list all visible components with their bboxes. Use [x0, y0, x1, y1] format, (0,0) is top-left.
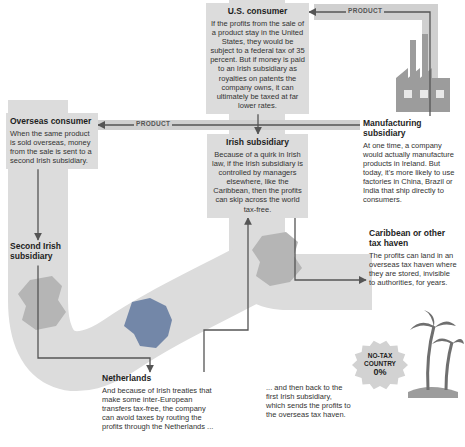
tax-haven-box: Caribbean or other tax havenThe profits … [366, 226, 460, 290]
ireland-map [18, 276, 66, 330]
flow-arrow [309, 12, 430, 116]
subsidiary-box: Second Irish subsidiary [8, 240, 70, 266]
node-body: If the profits from the sale of a produc… [210, 19, 305, 110]
flow-arrow [38, 266, 150, 373]
factory-icon [396, 34, 450, 112]
money-pipe [38, 0, 372, 361]
product-band [95, 120, 360, 130]
palm-trees [408, 310, 464, 398]
note-text: ... and then back to the first Irish sub… [266, 383, 352, 420]
edge-label: PRODUCT [346, 7, 384, 15]
starburst-outline [352, 341, 408, 390]
node-heading: Caribbean or other tax haven [369, 229, 457, 249]
island [408, 387, 458, 398]
node-heading: NO-TAX COUNTRY [352, 352, 408, 367]
node-body: 0% [373, 367, 386, 378]
flow-arrow [295, 218, 366, 280]
flow-arrow [37, 169, 38, 240]
flow-arrow [204, 218, 248, 372]
node-heading: U.S. consumer [210, 7, 305, 17]
window [420, 90, 428, 98]
flow-arrow [257, 114, 258, 134]
subsidiary-box: Manufacturing subsidiaryAt one time, a c… [360, 116, 460, 208]
no-tax-starburst: NO-TAX COUNTRY0% [352, 340, 408, 390]
palm-trunk [428, 326, 434, 390]
palm-trunk [446, 342, 452, 390]
node-heading: Second Irish subsidiary [10, 242, 68, 262]
country-box: NetherlandsAnd because of Irish treaties… [100, 372, 218, 433]
consumer-box: U.S. consumer If the profits from the sal… [206, 3, 309, 114]
netherlands-map [124, 298, 172, 348]
roof [396, 68, 432, 78]
node-body: When the same product is sold overseas, … [10, 129, 94, 166]
window [404, 90, 412, 98]
subsidiary-box: Irish subsidiaryBecause of a quirk in Ir… [207, 134, 308, 218]
node-body: At one time, a company would actually ma… [363, 141, 457, 205]
node-heading: Manufacturing subsidiary [363, 119, 457, 139]
palm-leaves [410, 310, 456, 330]
factory-hall [396, 78, 450, 112]
node-body: And because of Irish treaties that make … [102, 386, 216, 432]
node-heading: Netherlands [102, 374, 216, 384]
node-heading: Irish subsidiary [211, 138, 304, 148]
window [436, 90, 444, 98]
node-body: Because of a quirk in Irish law, if the … [211, 150, 304, 214]
edge-label: PRODUCT [134, 120, 172, 128]
consumer-box: Overseas consumerWhen the same product i… [6, 113, 98, 169]
palm-leaves [432, 338, 464, 344]
node-heading: Overseas consumer [10, 117, 94, 127]
node-body: The profits can land in an overseas tax … [369, 251, 457, 288]
